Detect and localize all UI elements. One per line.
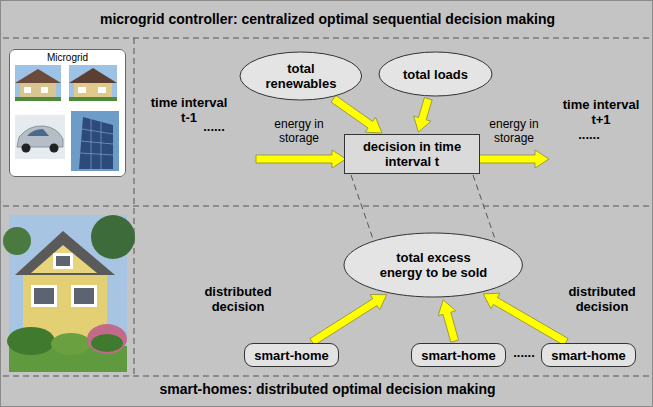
output-ellipse: total excess energy to be sold [343,232,523,298]
box-label: decision in time interval t [352,139,472,169]
arrow-label: energy in storage [263,117,335,145]
ellipse-shape [344,233,522,297]
diagram-title: microgrid controller: centralized optima… [1,11,653,28]
ellipse-label: total loads [403,67,468,82]
smart-home-box: smart-home [411,343,506,367]
block-arrow [331,96,382,133]
block-arrow [310,295,387,346]
input-ellipse: total renewables [239,51,363,101]
picture-frame: Microgrid [9,49,126,177]
dashed-separators [3,38,652,376]
box-label: smart-home [551,348,625,363]
smart-home-box: smart-home [541,343,636,367]
ellipsis: ...... [509,345,539,360]
box-label: smart-home [421,348,495,363]
block-arrow [414,98,432,133]
arrow-label: distributed decision [561,284,643,314]
microgrid-picture [9,49,126,177]
block-arrow [438,300,458,342]
ellipse-label: total excess energy to be sold [373,250,493,280]
arrow-label: distributed decision [197,284,279,314]
ellipse-shape [240,52,362,100]
box-label: smart-home [254,348,328,363]
ellipse-shape [379,52,492,96]
smart-home-box: smart-home [244,343,339,367]
ellipsis: ...... [184,119,244,134]
decision-box: decision in time interval t [344,134,480,174]
input-ellipse: total loads [378,51,493,97]
ellipse-label: total renewables [261,61,341,91]
time-label: time interval t+1 [559,97,643,127]
band-heading: smart-homes: distributed optimal decisio… [1,381,653,398]
block-arrow [483,293,568,345]
arrow-label: energy in storage [479,117,549,145]
ellipsis: ...... [559,127,619,142]
frame-label: Microgrid [47,52,88,64]
smart-home-photo [3,215,135,372]
